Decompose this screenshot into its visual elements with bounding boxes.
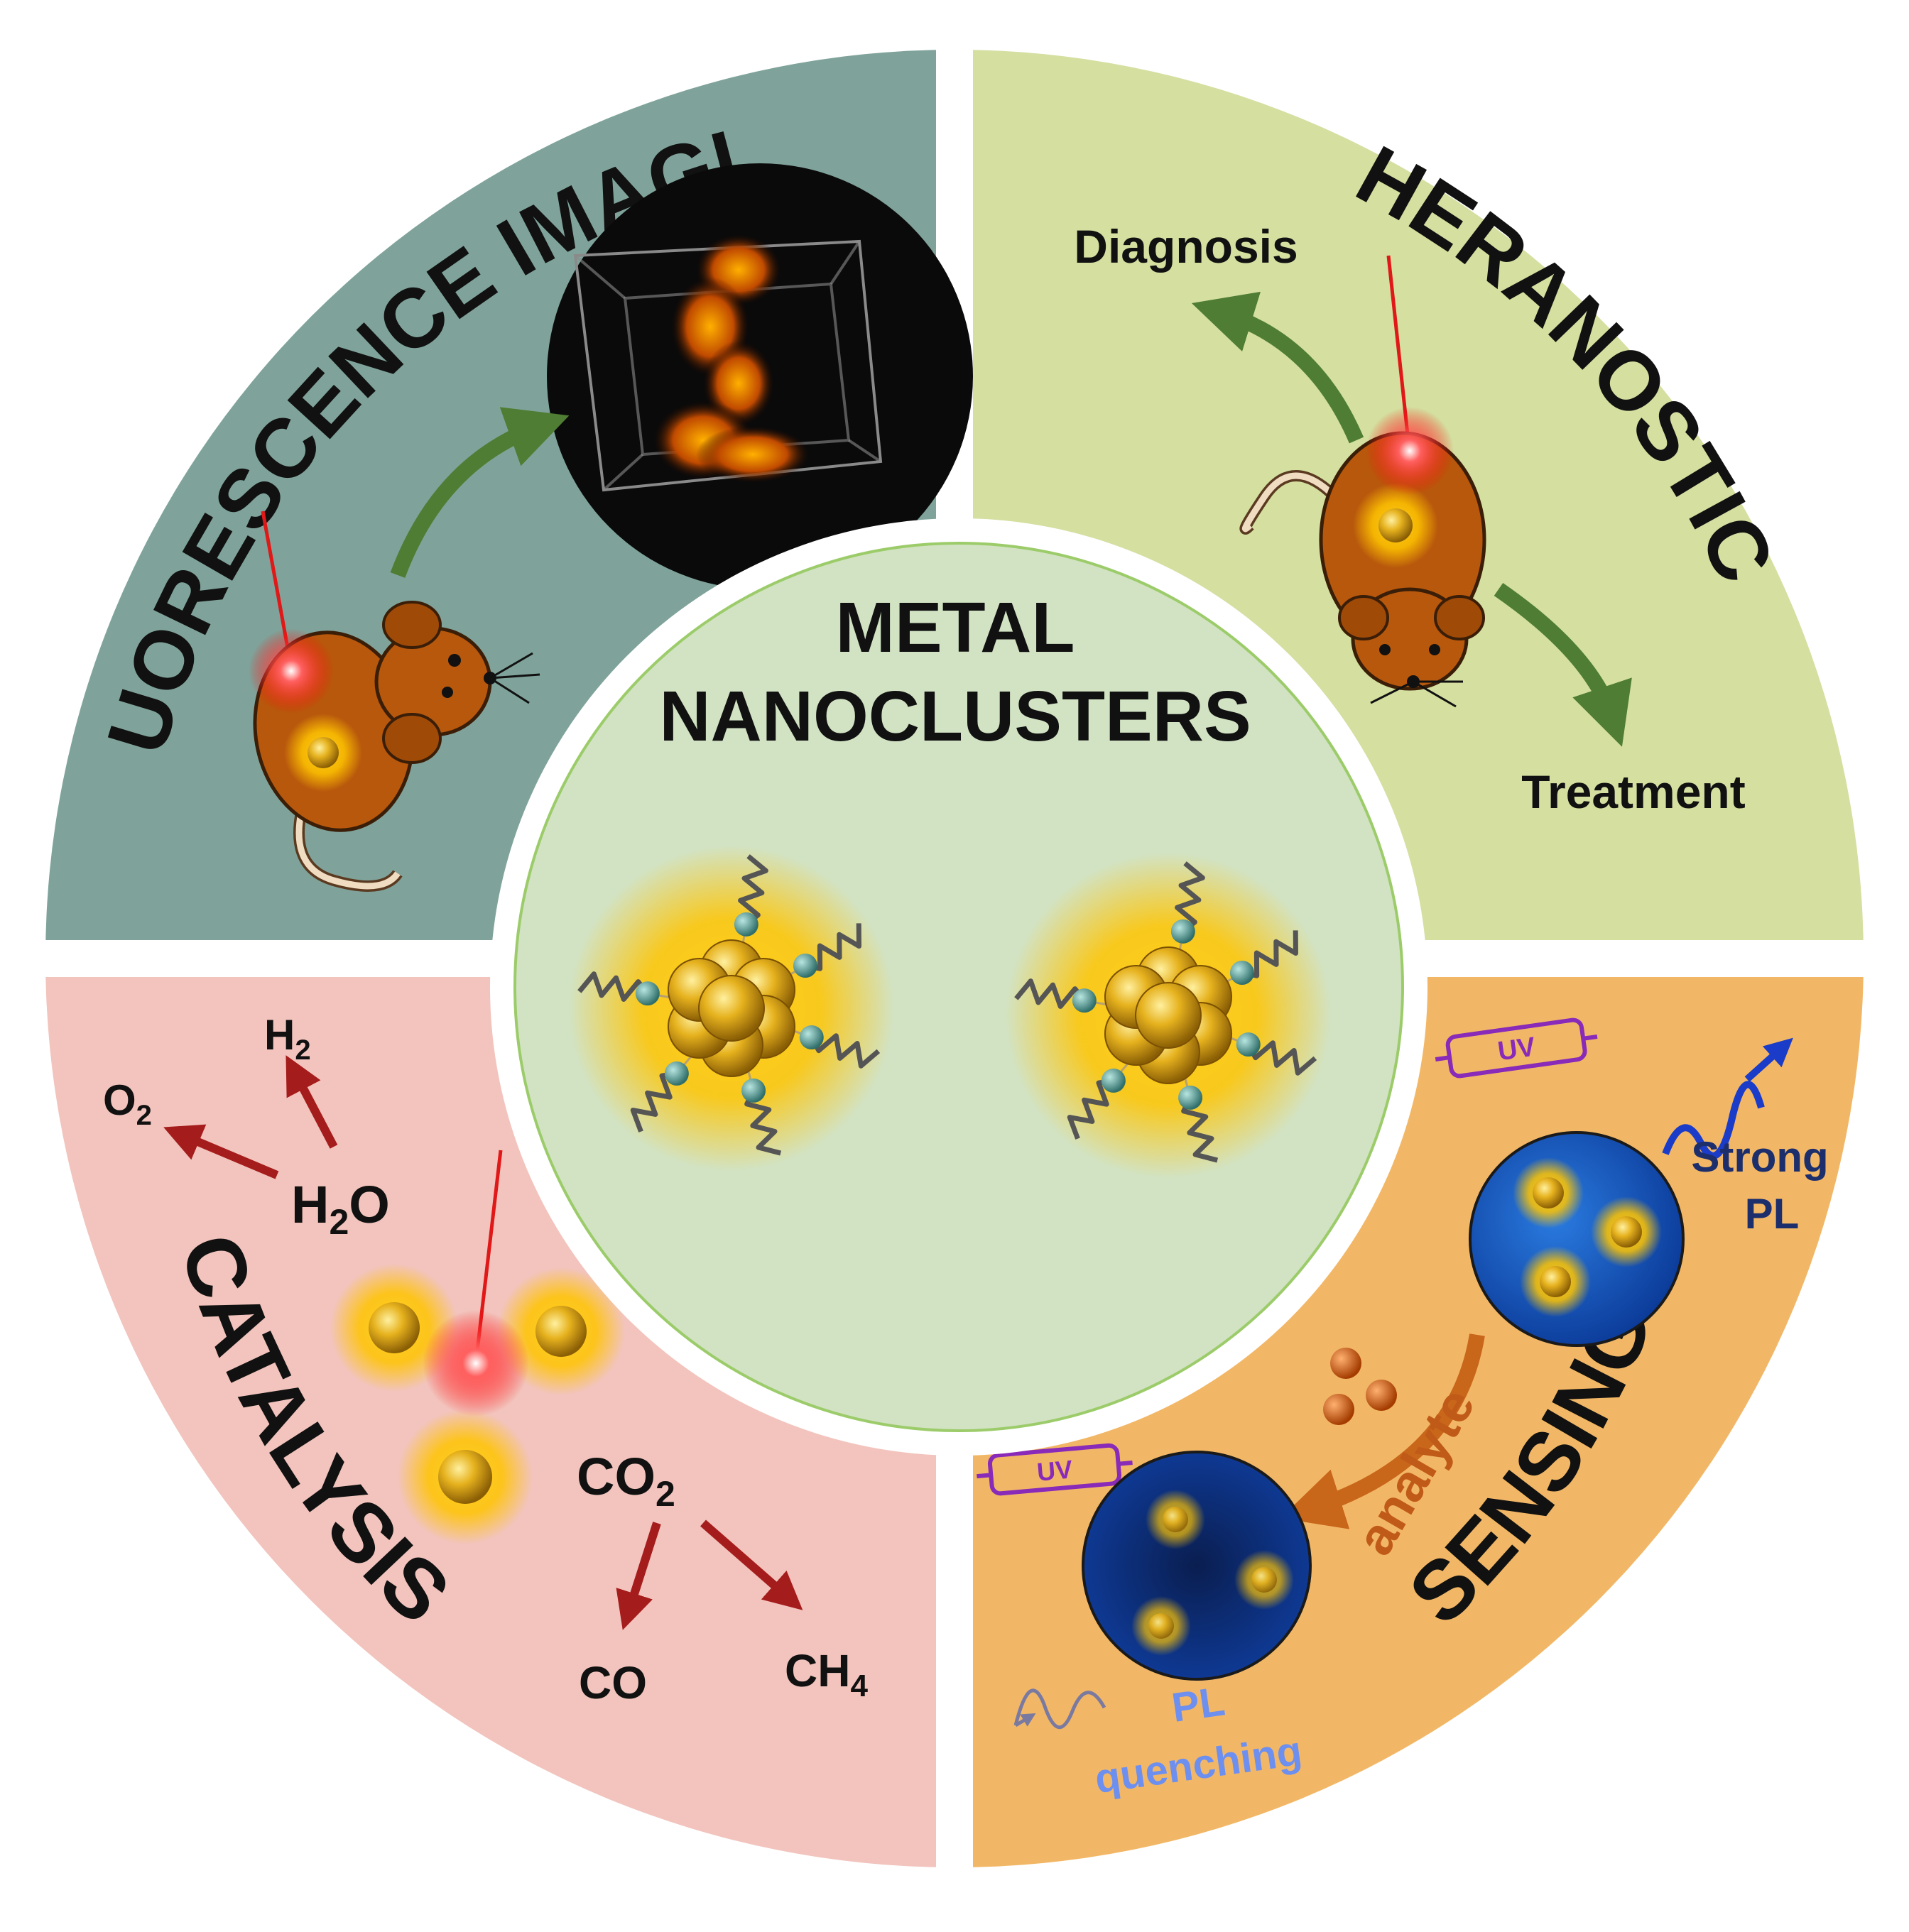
ligand-chain bbox=[577, 971, 650, 1002]
ligand-anchor bbox=[635, 981, 660, 1006]
ligand-anchor bbox=[1101, 1068, 1126, 1093]
mouse-left bbox=[253, 601, 540, 892]
fluorescence-imaging-panel bbox=[249, 163, 973, 892]
co2-label: CO2 bbox=[577, 1447, 675, 1514]
laser-spot-catalysis bbox=[423, 1310, 529, 1417]
fluorescence-signal bbox=[653, 234, 810, 483]
ligand-chain bbox=[630, 1071, 678, 1133]
laser-spot-right bbox=[1366, 407, 1454, 495]
co-label: CO bbox=[579, 1657, 647, 1708]
quenched-arrow bbox=[1014, 1713, 1036, 1728]
diagnosis-arrow bbox=[1191, 291, 1364, 444]
co-arrow bbox=[616, 1522, 661, 1630]
ligand-chain bbox=[805, 923, 861, 971]
pl-quench-label-1: PL bbox=[1169, 1678, 1227, 1731]
ligand-anchor bbox=[1178, 1085, 1203, 1110]
ligand-chain bbox=[1067, 1078, 1114, 1140]
uv-top-label: UV bbox=[1496, 1032, 1538, 1066]
ligand-anchor bbox=[741, 1078, 766, 1103]
o2-label: O2 bbox=[103, 1076, 152, 1131]
ligand-chain bbox=[1241, 930, 1298, 978]
o2-arrow bbox=[163, 1124, 279, 1179]
theranostics-panel: Diagnosis Treatment bbox=[1074, 220, 1745, 818]
nanocluster-right bbox=[1005, 852, 1332, 1179]
uv-lamp-bottom: UV bbox=[977, 1443, 1133, 1496]
diagnosis-label: Diagnosis bbox=[1074, 220, 1298, 273]
ligand-chain bbox=[1181, 1096, 1219, 1163]
h2-label: H2 bbox=[264, 1011, 311, 1066]
treatment-label: Treatment bbox=[1521, 765, 1745, 818]
treatment-arrow bbox=[1494, 582, 1632, 747]
nanocluster-left bbox=[568, 845, 895, 1172]
mouse-right bbox=[1239, 431, 1486, 708]
ligand-chain bbox=[1014, 978, 1087, 1009]
ligand-anchor bbox=[1170, 919, 1195, 944]
nanocluster-illustrations bbox=[568, 845, 1332, 1179]
laser-spot bbox=[249, 628, 334, 714]
gold-atom-center bbox=[698, 975, 765, 1042]
ligand-anchor bbox=[1236, 1032, 1261, 1057]
strong-pl-wave bbox=[1662, 1081, 1765, 1159]
ch4-arrow bbox=[700, 1519, 803, 1610]
pl-label: PL bbox=[1745, 1190, 1800, 1238]
center-disc bbox=[513, 542, 1404, 1432]
catalysis-panel: H2 O2 H2O CO2 CO CH4 bbox=[103, 1011, 868, 1708]
ligand-chain bbox=[1246, 1040, 1317, 1076]
ch4-label: CH4 bbox=[785, 1645, 868, 1703]
imaging-arrow bbox=[390, 407, 570, 578]
ligand-chain bbox=[1175, 861, 1205, 934]
ligand-anchor bbox=[1072, 988, 1097, 1013]
strong-label: Strong bbox=[1691, 1133, 1828, 1181]
strong-pl-arrow bbox=[1744, 1037, 1793, 1082]
ligand-chain bbox=[738, 854, 768, 927]
center-title-line1: METAL bbox=[836, 588, 1075, 667]
ligand-chain bbox=[744, 1089, 782, 1156]
h2-arrow bbox=[285, 1055, 338, 1149]
ligand-chain bbox=[809, 1033, 881, 1069]
analyte-arrow bbox=[1280, 1333, 1485, 1529]
gold-atom-center bbox=[1135, 982, 1202, 1049]
h2o-label: H2O bbox=[291, 1175, 390, 1242]
analyte-particles bbox=[1323, 1348, 1397, 1425]
uv-bottom-label: UV bbox=[1035, 1454, 1073, 1486]
quenched-wave bbox=[1013, 1688, 1106, 1729]
center-title-line2: NANOCLUSTERS bbox=[659, 677, 1251, 756]
ligand-anchor bbox=[734, 912, 758, 937]
uv-lamp-top: UV bbox=[1435, 1017, 1598, 1079]
ligand-anchor bbox=[793, 954, 817, 978]
ligand-anchor bbox=[1229, 961, 1254, 985]
ligand-anchor bbox=[664, 1061, 689, 1086]
ligand-anchor bbox=[799, 1025, 824, 1050]
